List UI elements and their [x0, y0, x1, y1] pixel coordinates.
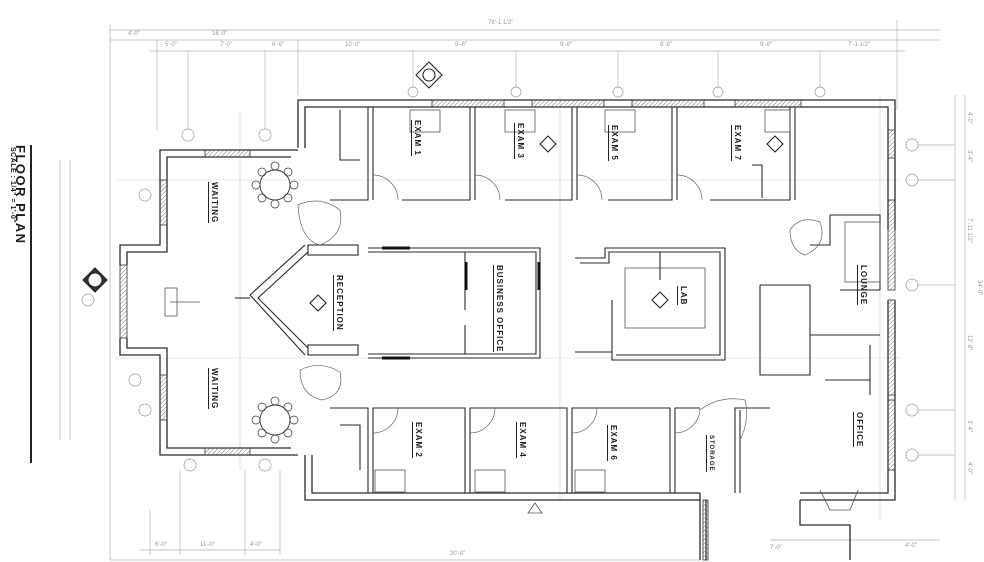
dim-bottom-1: 6'-0": [155, 542, 167, 548]
dim-top-12: 7'-1 1/2": [848, 42, 870, 48]
dim-bottom-6: 4'-0": [905, 543, 917, 549]
dim-bottom-4: 20'-0": [450, 551, 466, 557]
room-label-office: OFFICE: [853, 412, 864, 448]
room-label-exam-2: EXAM 2: [412, 422, 423, 458]
dim-top-overall: 78'-1 1/2": [488, 20, 514, 26]
reference-tags: [81, 86, 919, 472]
dim-top-10: 9'-8": [660, 42, 672, 48]
exterior-walls: [119, 99, 896, 560]
dim-right-6: 4'-0": [966, 462, 972, 474]
dim-top-11: 9'-8": [760, 42, 772, 48]
dim-right-1: 4'-0": [966, 112, 972, 124]
dim-right-overall: 34'-0": [976, 280, 982, 296]
dim-top-7: 9'-8": [455, 42, 467, 48]
room-label-waiting-south: WAITING: [208, 368, 219, 410]
dim-right-2: 3'-4": [966, 150, 972, 162]
room-label-storage: STORAGE: [706, 435, 714, 472]
dim-right-4: 12'-8": [966, 335, 972, 351]
room-label-waiting-north: WAITING: [208, 182, 219, 224]
room-label-exam-7: EXAM 7: [731, 125, 742, 161]
room-label-exam-6: EXAM 6: [607, 425, 618, 461]
title-block: FLOOR PLAN SCALE : 1/4" = 1'-0": [6, 145, 42, 465]
dim-right-5: 3'-4": [966, 420, 972, 432]
room-label-exam-5: EXAM 5: [608, 125, 619, 161]
dim-right-3: 7'-11 1/2": [966, 218, 972, 243]
room-label-lab: LAB: [677, 286, 688, 306]
dimension-lines: [59, 20, 966, 561]
room-label-reception: RECEPTION: [333, 275, 344, 331]
dim-top-2: 16'-0": [212, 31, 228, 37]
drawing-scale: SCALE : 1/4" = 1'-0": [9, 147, 16, 224]
door-swings: [297, 174, 823, 441]
dim-top-3: 5'-0": [165, 42, 177, 48]
dim-top-6: 10'-0": [345, 42, 361, 48]
room-label-exam-4: EXAM 4: [516, 422, 527, 458]
interior-walls: [235, 107, 881, 493]
section-markers: [82, 61, 784, 312]
windows: [119, 99, 896, 561]
room-label-exam-3: EXAM 3: [514, 123, 525, 159]
room-label-exam-1: EXAM 1: [411, 120, 422, 156]
dim-bottom-5: 7'-0": [770, 545, 782, 551]
dim-top-5: 6'-6": [272, 42, 284, 48]
dim-top-4: 7'-0": [220, 42, 232, 48]
dim-top-9: 9'-8": [560, 42, 572, 48]
dim-top-1: 4'-0": [128, 31, 140, 37]
waiting-tables: [251, 161, 299, 444]
dim-bottom-3: 4'-0": [250, 542, 262, 548]
title-underline: [30, 145, 32, 463]
dim-bottom-2: 11'-0": [200, 542, 215, 548]
room-label-business-office: BUSINESS OFFICE: [493, 265, 504, 353]
room-label-lounge: LOUNGE: [857, 265, 868, 306]
